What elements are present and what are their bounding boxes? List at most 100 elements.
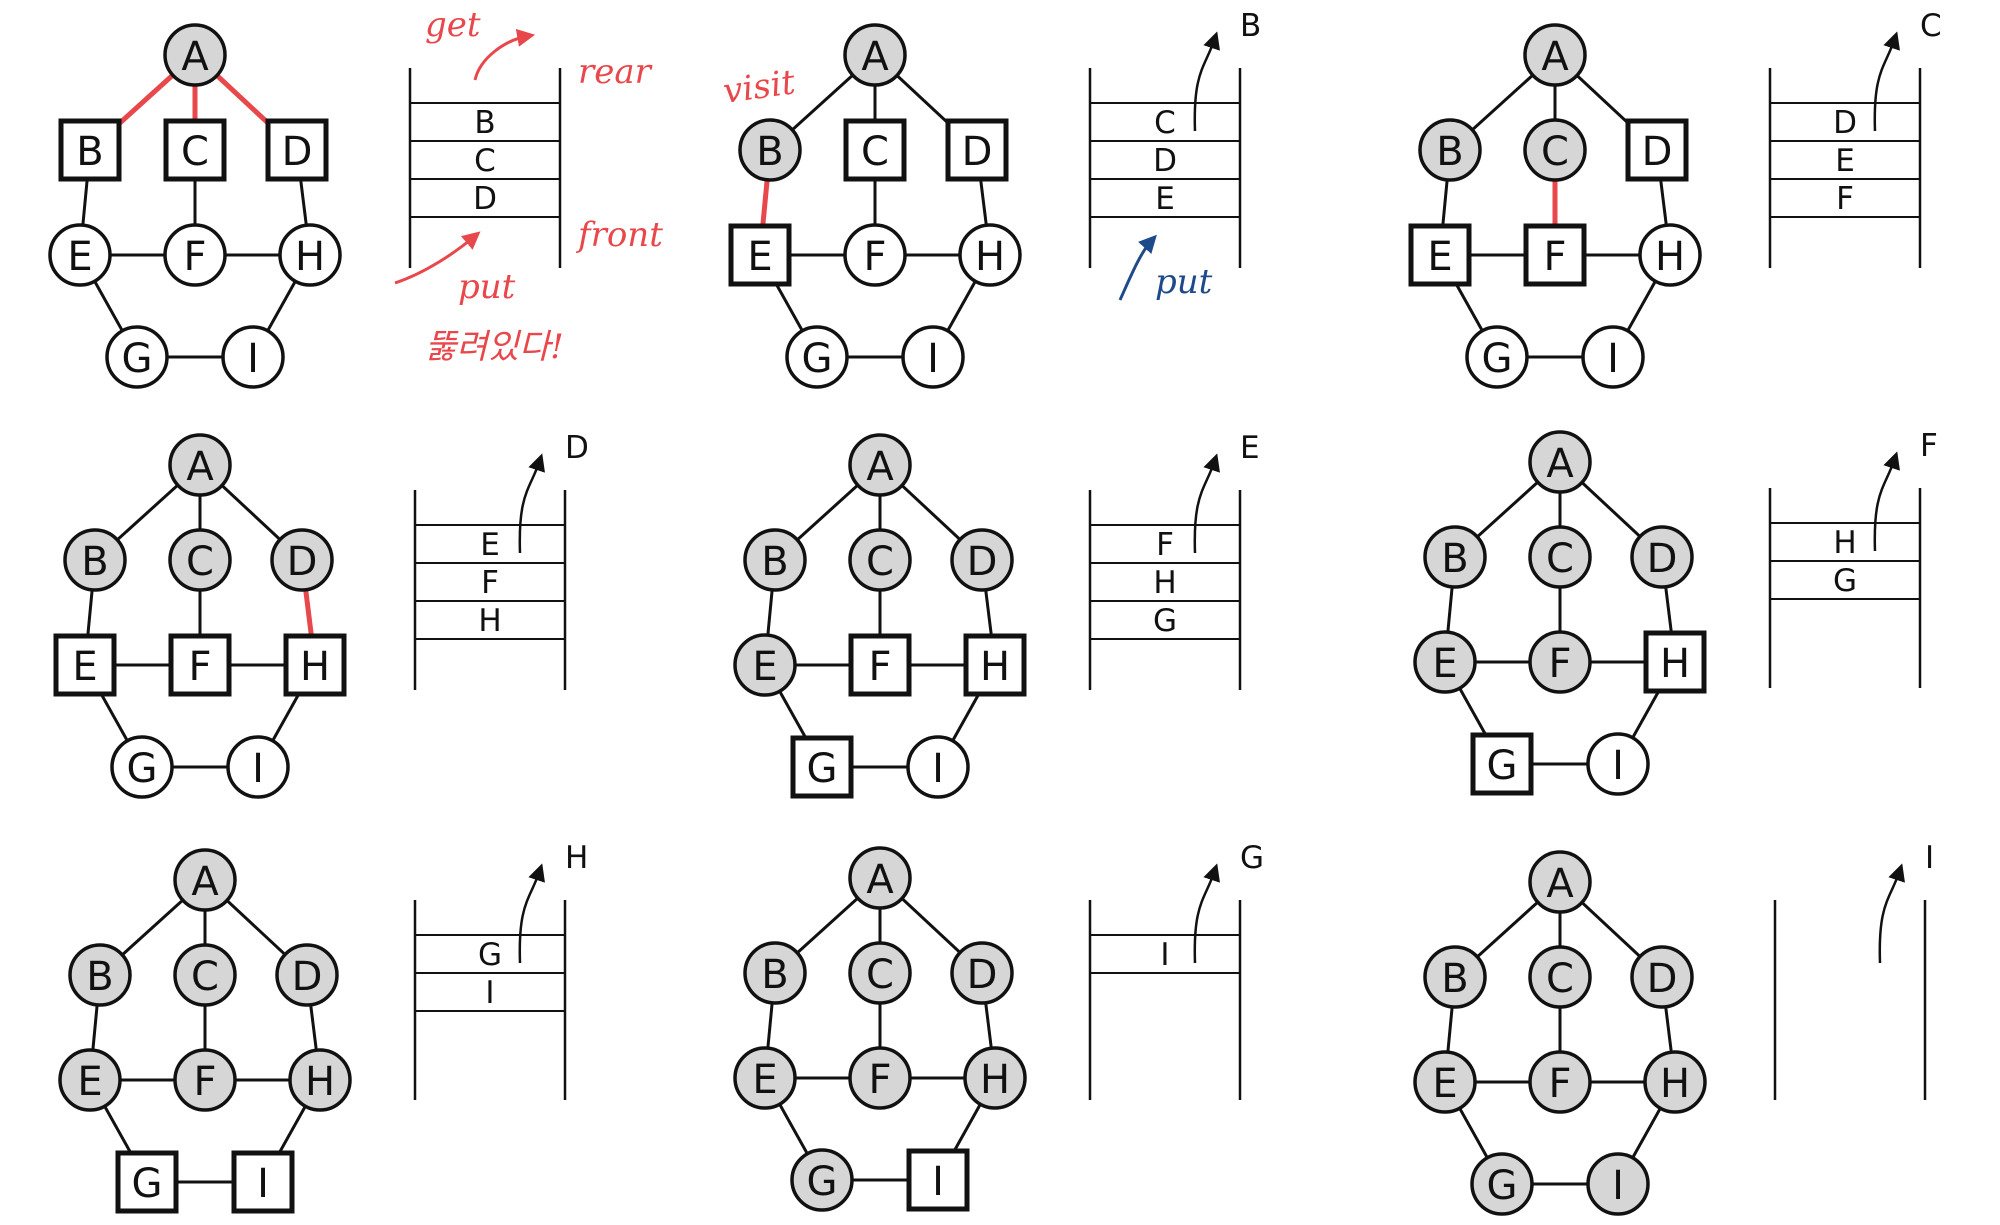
queue-item: H	[1833, 525, 1856, 561]
queued-node-box	[848, 633, 912, 697]
graph-node-e: E	[48, 223, 112, 287]
node-label: G	[1487, 1163, 1518, 1209]
queue-item: G	[1153, 603, 1177, 639]
queue-item: D	[473, 181, 497, 217]
node-label: G	[122, 336, 153, 382]
graph-node-i: I	[1586, 732, 1650, 796]
graph-node-f: F	[168, 633, 232, 697]
queued-node-box	[163, 118, 227, 182]
graph-node-g: G	[785, 325, 849, 389]
visited-node-circle	[1586, 1152, 1650, 1216]
visited-node-circle	[848, 1046, 912, 1110]
node-label: H	[980, 1057, 1010, 1103]
node-label: D	[1647, 536, 1678, 582]
queue: GIH	[413, 840, 588, 1100]
queue-item: E	[1155, 181, 1175, 217]
graph-node-b: B	[68, 943, 132, 1007]
queued-node-box	[1523, 223, 1587, 287]
node-label: A	[1541, 34, 1569, 80]
unvisited-node-circle	[901, 325, 965, 389]
note-put: put	[458, 267, 516, 307]
dequeue-arrow	[518, 453, 545, 554]
queue-item: G	[1833, 563, 1857, 599]
dequeue-arrow	[1193, 453, 1220, 554]
queue-item: C	[474, 143, 496, 179]
graph-node-f: F	[1523, 223, 1587, 287]
popped-node-label: C	[1920, 8, 1942, 44]
queue-item: D	[1833, 105, 1857, 141]
visited-node-circle	[843, 23, 907, 87]
node-label: I	[932, 1159, 944, 1205]
visited-node-circle	[68, 943, 132, 1007]
note-front: front	[575, 215, 663, 255]
queued-node-box	[945, 118, 1009, 182]
graph-node-c: C	[1523, 118, 1587, 182]
graph-node-b: B	[1423, 945, 1487, 1009]
graph-node-g: G	[115, 1150, 179, 1214]
unvisited-node-circle	[906, 735, 970, 799]
node-label: C	[866, 952, 894, 998]
visited-node-circle	[1528, 1050, 1592, 1114]
visited-node-circle	[848, 846, 912, 910]
popped-node-label: H	[565, 840, 588, 876]
queued-node-box	[168, 633, 232, 697]
dequeue-arrow	[1873, 451, 1900, 552]
node-label: E	[747, 234, 772, 280]
node-label: B	[1441, 956, 1468, 1002]
graph-node-h: H	[283, 633, 347, 697]
visited-node-circle	[733, 1046, 797, 1110]
unvisited-node-circle	[278, 223, 342, 287]
node-label: F	[188, 644, 211, 690]
node-label: I	[247, 336, 259, 382]
visited-node-circle	[963, 1046, 1027, 1110]
node-label: F	[183, 234, 206, 280]
visited-node-circle	[950, 941, 1014, 1005]
popped-node-label: B	[1240, 8, 1261, 44]
node-label: E	[1427, 234, 1452, 280]
visited-node-circle	[1528, 430, 1592, 494]
graph-node-c: C	[173, 943, 237, 1007]
node-label: B	[1436, 129, 1463, 175]
graph-node-d: D	[1630, 945, 1694, 1009]
graph-node-g: G	[1470, 1152, 1534, 1216]
queued-node-box	[963, 633, 1027, 697]
queue-item: E	[480, 527, 500, 563]
graph-node-b: B	[743, 941, 807, 1005]
queued-node-box	[906, 1148, 970, 1212]
popped-node-label: G	[1240, 840, 1264, 876]
node-label: D	[1647, 956, 1678, 1002]
node-label: I	[1612, 743, 1624, 789]
node-label: B	[761, 539, 788, 585]
visited-node-circle	[1528, 630, 1592, 694]
unvisited-node-circle	[226, 735, 290, 799]
node-label: C	[861, 129, 889, 175]
node-label: B	[86, 954, 113, 1000]
visited-node-circle	[848, 941, 912, 1005]
node-label: G	[807, 1159, 838, 1205]
node-label: I	[927, 336, 939, 382]
node-label: B	[756, 129, 783, 175]
visited-node-circle	[1523, 118, 1587, 182]
dequeue-arrow	[518, 863, 545, 964]
queue-item: E	[1835, 143, 1855, 179]
graph-node-f: F	[1528, 630, 1592, 694]
visited-node-circle	[733, 633, 797, 697]
unvisited-node-circle	[1581, 325, 1645, 389]
dequeue-arrow	[1193, 31, 1220, 132]
queue-item: I	[1160, 937, 1169, 973]
graph-node-a: A	[1523, 23, 1587, 87]
node-label: F	[193, 1059, 216, 1105]
node-label: G	[1482, 336, 1513, 382]
node-label: F	[1548, 641, 1571, 687]
node-label: A	[866, 444, 894, 490]
popped-node-label: D	[565, 430, 589, 466]
graph-node-f: F	[848, 1046, 912, 1110]
queued-node-box	[1625, 118, 1689, 182]
queue-item: G	[478, 937, 502, 973]
node-label: D	[287, 539, 318, 585]
visited-node-circle	[743, 941, 807, 1005]
